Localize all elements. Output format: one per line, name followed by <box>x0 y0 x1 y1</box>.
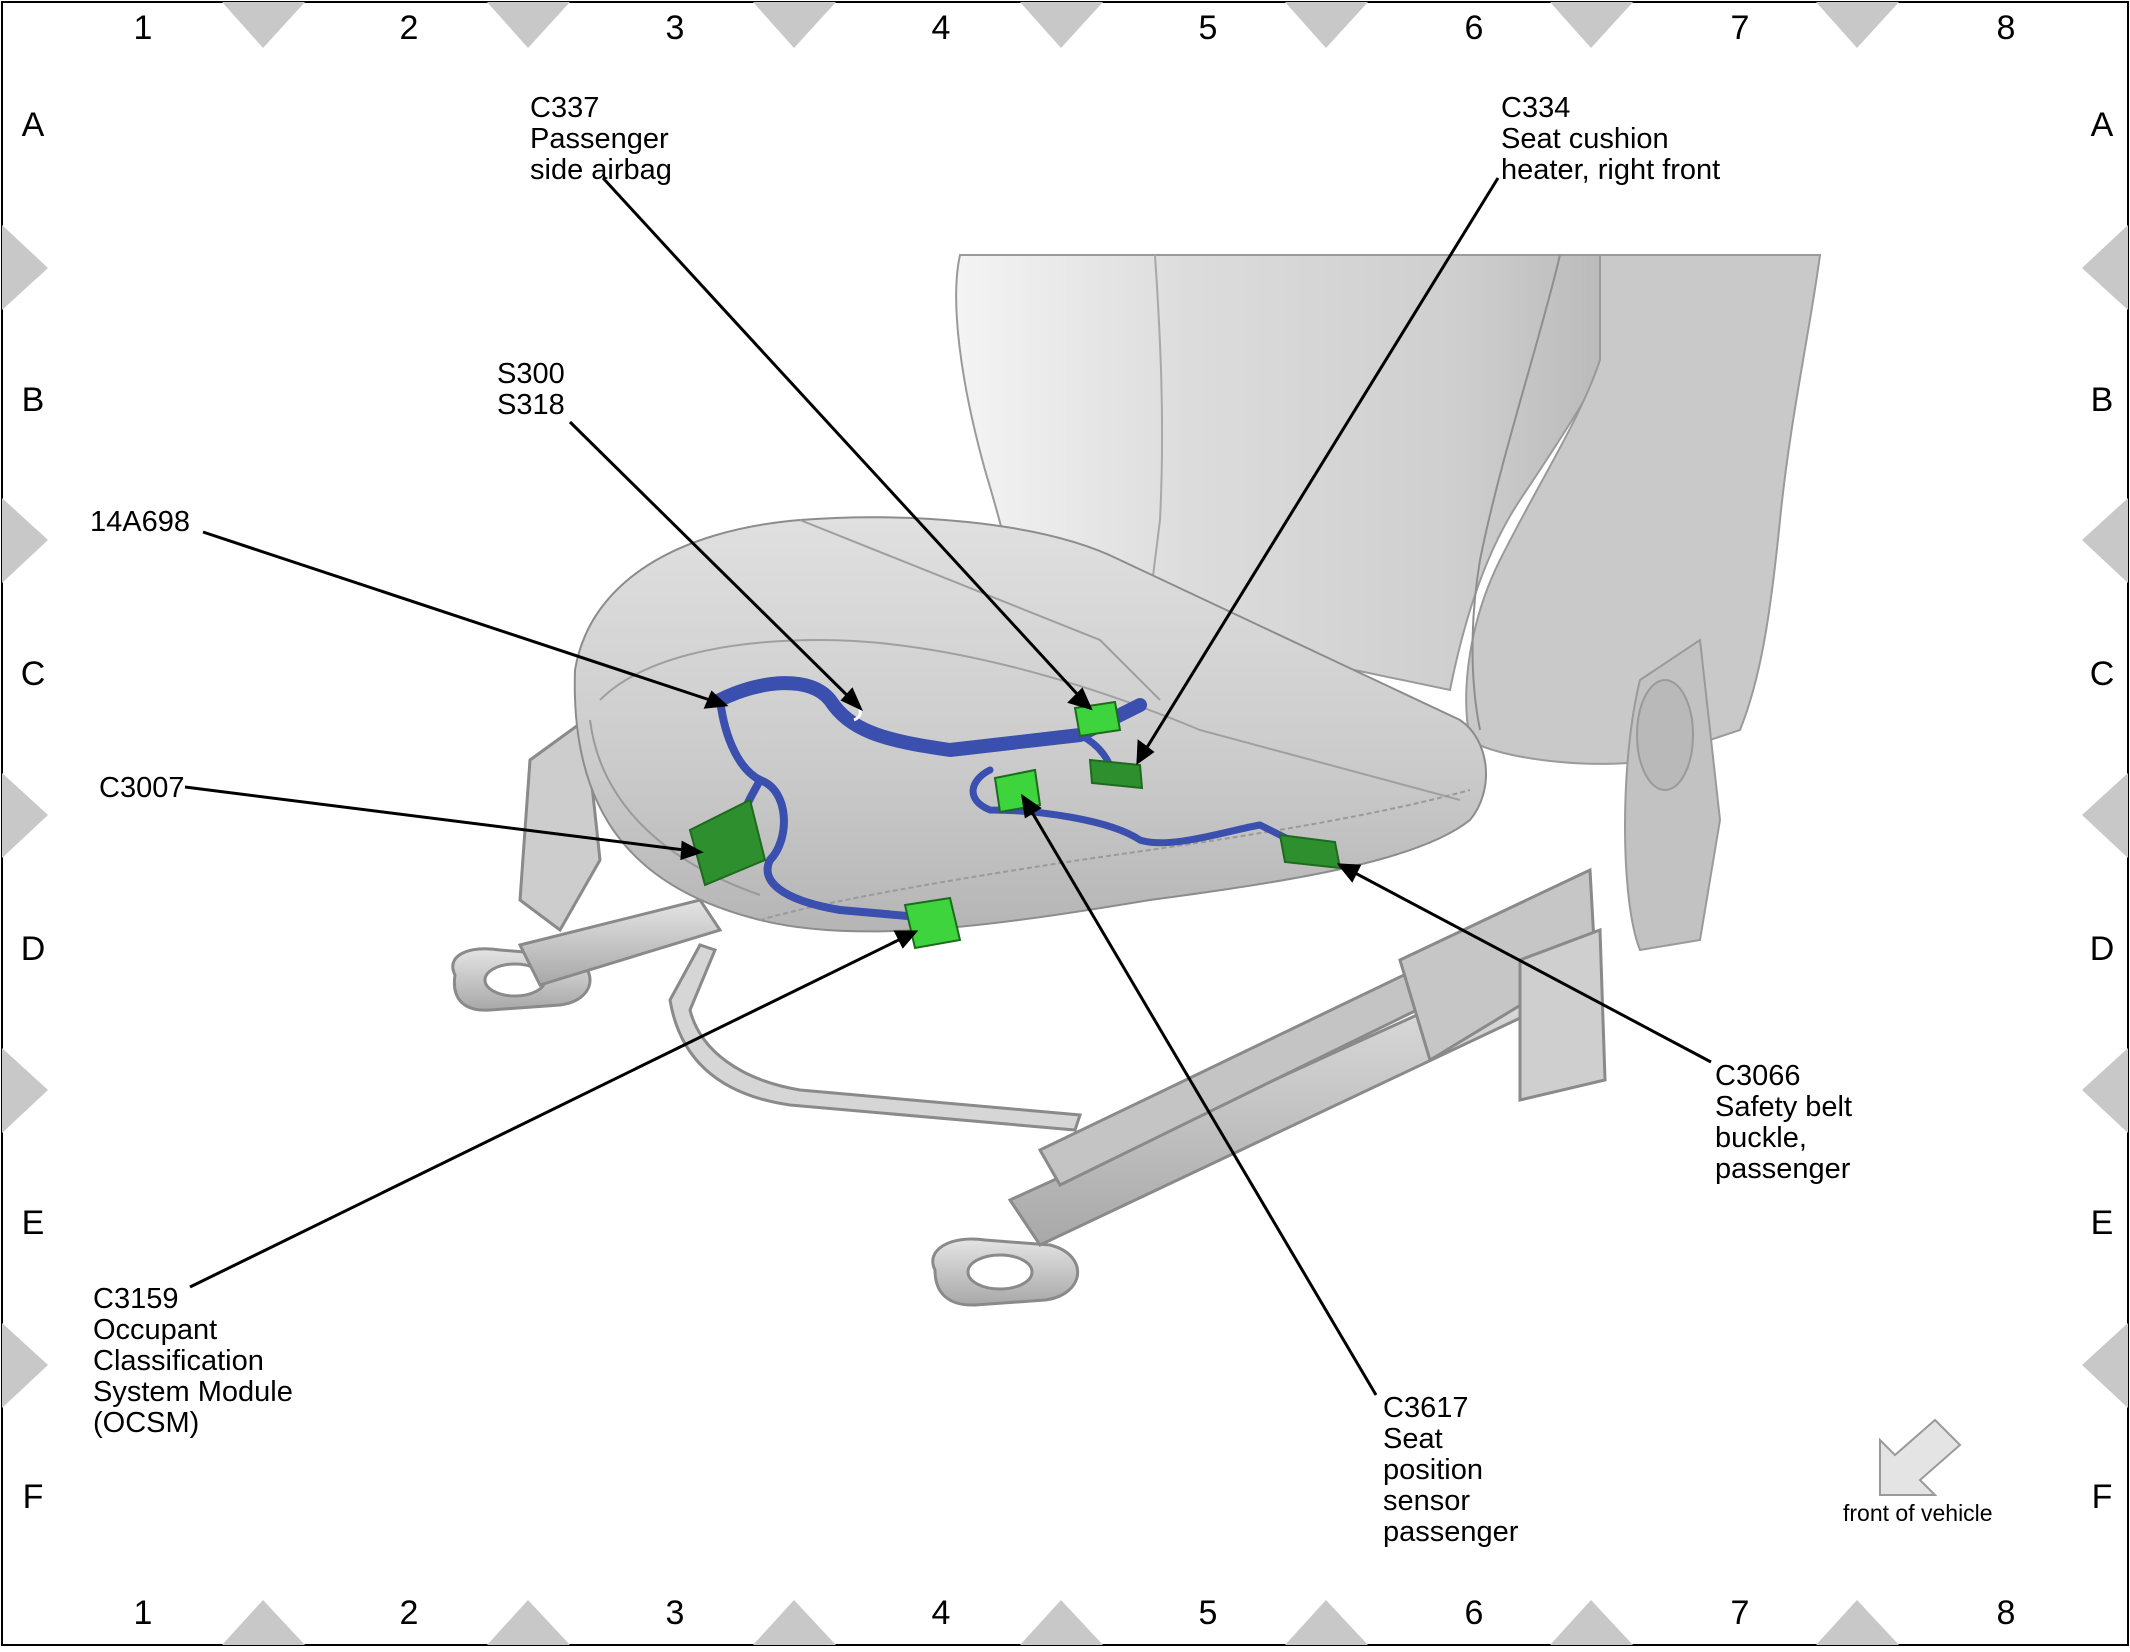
connectors <box>688 700 1342 950</box>
grid-row-right-a: A <box>2091 106 2114 144</box>
grid-row-right-e: E <box>2091 1204 2114 1242</box>
grid-col-top-8: 8 <box>1997 9 2016 47</box>
grid-col-bottom-6: 6 <box>1465 1594 1484 1632</box>
grid-col-bottom-2: 2 <box>400 1594 419 1632</box>
grid-col-top-3: 3 <box>666 9 685 47</box>
grid-row-right-c: C <box>2090 655 2115 693</box>
connector-c334 <box>1088 758 1144 790</box>
grid-col-bottom-5: 5 <box>1199 1594 1218 1632</box>
label-c3007: C3007 <box>99 772 185 804</box>
grid-col-top-6: 6 <box>1465 9 1484 47</box>
grid-row-left-d: D <box>21 930 46 968</box>
grid-column-labels: 1 2 3 4 5 6 7 8 1 2 3 4 5 6 7 8 <box>134 9 2016 1632</box>
connector-c337 <box>1073 700 1122 738</box>
label-c3066: C3066 Safety belt buckle, passenger <box>1715 1060 1853 1185</box>
connector-c3159 <box>903 896 962 950</box>
grid-row-left-c: C <box>21 655 46 693</box>
grid-col-top-5: 5 <box>1199 9 1218 47</box>
leader-lines <box>184 176 1712 1396</box>
grid-col-bottom-8: 8 <box>1997 1594 2016 1632</box>
grid-col-top-7: 7 <box>1731 9 1750 47</box>
grid-row-right-b: B <box>2091 381 2114 419</box>
front-of-vehicle-label: front of vehicle <box>1843 1500 1993 1526</box>
grid-row-right-d: D <box>2090 930 2115 968</box>
label-c3617: C3617 Seat position sensor passenger <box>1383 1392 1519 1548</box>
grid-row-left-e: E <box>22 1204 45 1242</box>
seat-rails <box>451 717 1607 1307</box>
grid-col-top-1: 1 <box>134 9 153 47</box>
connector-c3007 <box>688 798 767 887</box>
grid-col-bottom-4: 4 <box>932 1594 951 1632</box>
label-s300-s318: S300 S318 <box>497 358 565 421</box>
label-c334: C334 Seat cushion heater, right front <box>1501 92 1721 186</box>
grid-row-right-f: F <box>2092 1478 2113 1516</box>
grid-col-top-2: 2 <box>400 9 419 47</box>
grid-row-left-b: B <box>22 381 45 419</box>
label-c3159: C3159 Occupant Classification System Mod… <box>93 1283 293 1439</box>
grid-row-labels: A B C D E F A B C D E F <box>21 106 2115 1516</box>
grid-col-top-4: 4 <box>932 9 951 47</box>
grid-row-left-a: A <box>22 106 45 144</box>
front-of-vehicle-arrow-icon <box>1879 1418 1962 1496</box>
label-14a698: 14A698 <box>90 506 190 538</box>
grid-col-bottom-1: 1 <box>134 1594 153 1632</box>
grid-col-bottom-3: 3 <box>666 1594 685 1632</box>
label-c337: C337 Passenger side airbag <box>530 92 672 186</box>
grid-row-left-f: F <box>23 1478 44 1516</box>
grid-col-bottom-7: 7 <box>1731 1594 1750 1632</box>
connector-c3066 <box>1278 833 1342 870</box>
